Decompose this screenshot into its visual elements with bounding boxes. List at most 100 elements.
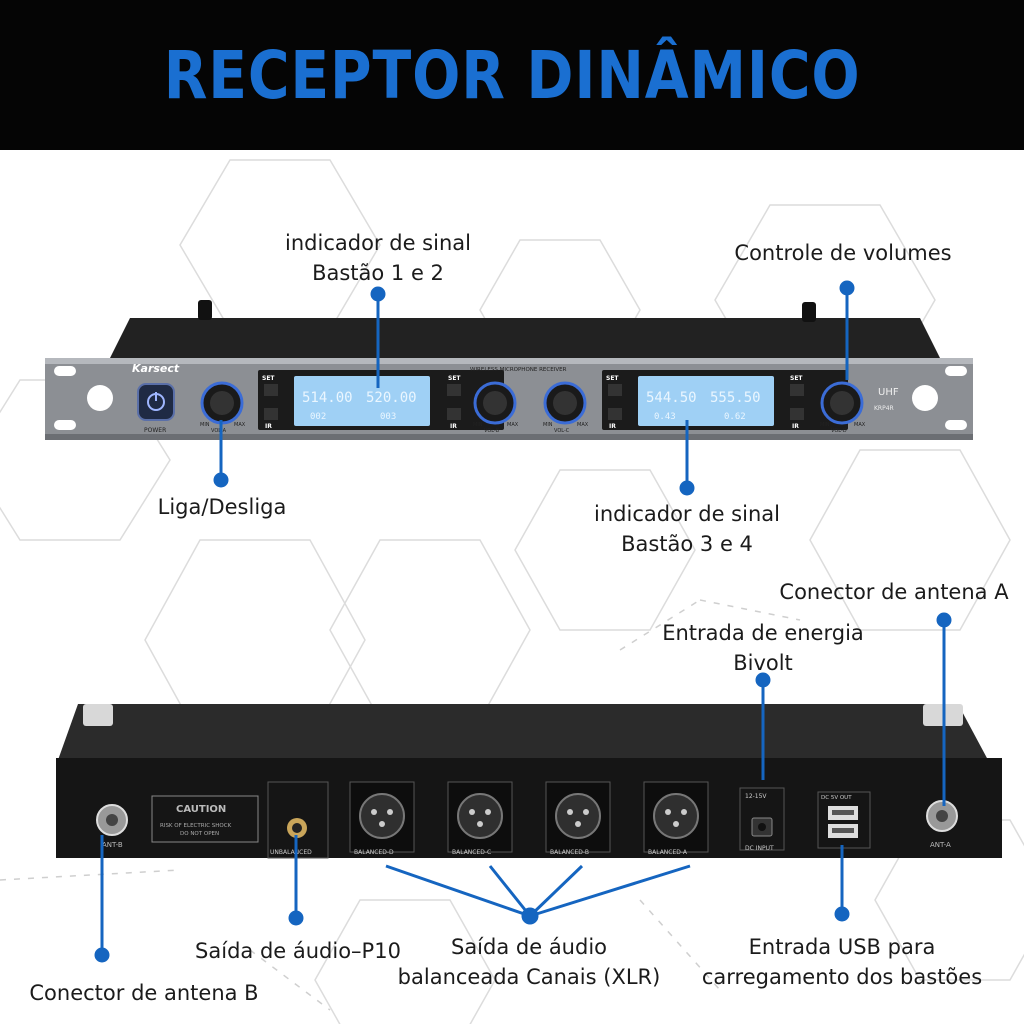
ir-text-3: IR [609, 423, 616, 430]
label-power-text: Liga/Desliga [157, 495, 287, 519]
knob-c-max: MAX [577, 422, 589, 428]
antenna-a-connector[interactable] [926, 800, 958, 832]
model-header-text: WIRELESS MICROPHONE RECEIVER [470, 367, 567, 373]
lcd-ch-4: 0.62 [724, 412, 746, 422]
label-antenna-b-text: Conector de antena B [29, 981, 259, 1005]
model-text: KRP4R [874, 405, 894, 412]
set-text-1: SET [262, 375, 275, 382]
knob-b-label: VOL-B [484, 428, 500, 434]
knob-c-label: VOL-C [554, 428, 570, 434]
band-text: UHF [878, 387, 899, 398]
lcd-ch-3: 0.43 [654, 412, 676, 422]
volume-knob-c[interactable] [543, 381, 587, 425]
label-antenna-b: Conector de antena B [24, 978, 264, 1008]
antenna-b-connector[interactable] [96, 804, 128, 836]
xlr-output-b[interactable] [545, 781, 611, 853]
xlr-output-c[interactable] [447, 781, 513, 853]
caution-title: CAUTION [176, 804, 226, 815]
label-power: Liga/Desliga [140, 492, 304, 522]
ir-button-left[interactable] [264, 408, 278, 420]
usb-port-2[interactable] [828, 824, 858, 838]
ant-a-text: ANT-A [930, 841, 951, 849]
title-banner: RECEPTOR DINÂMICO [0, 0, 1024, 150]
knob-c-min: MIN [543, 422, 553, 428]
label-usb-input: Entrada USB para carregamento dos bastõe… [696, 932, 988, 992]
unbalanced-text: UNBALANCED [270, 849, 312, 856]
usb-port-1[interactable] [828, 806, 858, 820]
label-signal-1-2-line2: Bastão 1 e 2 [312, 261, 444, 285]
knob-d-max: MAX [854, 422, 866, 428]
label-signal-1-2: indicador de sinal Bastão 1 e 2 [270, 228, 486, 288]
label-usb-line1: Entrada USB para [748, 935, 936, 959]
lcd-freq-4: 555.50 [710, 390, 761, 406]
label-power-input: Entrada de energia Bivolt [652, 618, 874, 678]
knob-d-label: VOL-D [831, 428, 847, 434]
label-power-input-line1: Entrada de energia [662, 621, 864, 645]
label-volume-control: Controle de volumes [718, 238, 968, 268]
label-antenna-a-text: Conector de antena A [779, 580, 1009, 604]
usb-label-text: DC 5V OUT [821, 795, 852, 801]
ir-button-left-2[interactable] [447, 408, 461, 420]
label-signal-1-2-line1: indicador de sinal [285, 231, 471, 255]
page-title: RECEPTOR DINÂMICO [163, 36, 861, 114]
label-xlr-line1: Saída de áudio [450, 935, 608, 959]
knob-b-max: MAX [507, 422, 519, 428]
dc-input-text: DC INPUT [745, 845, 774, 852]
lcd-ch-2: 003 [380, 412, 396, 422]
ir-button-right[interactable] [608, 408, 622, 420]
power-button[interactable] [137, 383, 175, 421]
label-usb-line2: carregamento dos bastões [701, 965, 983, 989]
knob-d-min: MIN [820, 422, 830, 428]
label-signal-3-4-line2: Bastão 3 e 4 [621, 532, 753, 556]
set-text-2: SET [448, 375, 461, 382]
knob-b-min: MIN [473, 422, 483, 428]
volume-knob-b[interactable] [473, 381, 517, 425]
receiver-rear-panel: ANT-B CAUTION RISK OF ELECTRIC SHOCK DO … [56, 704, 1002, 859]
set-button-left-2[interactable] [447, 384, 461, 396]
set-text-4: SET [790, 375, 803, 382]
xlr-a-text: BALANCED-A [648, 849, 688, 856]
volume-knob-d[interactable] [820, 381, 864, 425]
label-xlr-line2: balanceada Canais (XLR) [397, 965, 661, 989]
knob-a-max: MAX [234, 422, 246, 428]
label-p10-output: Saída de áudio–P10 [186, 936, 410, 966]
xlr-output-a[interactable] [643, 781, 709, 853]
set-button-right[interactable] [608, 384, 622, 396]
lcd-display-1-2 [294, 376, 430, 426]
dc-rating-text: 12-15V [745, 793, 767, 800]
label-signal-3-4: indicador de sinal Bastão 3 e 4 [578, 499, 796, 559]
set-button-left[interactable] [264, 384, 278, 396]
label-volume-text: Controle de volumes [734, 241, 952, 265]
lcd-ch-1: 002 [310, 412, 326, 422]
lcd-display-3-4 [638, 376, 774, 426]
xlr-b-text: BALANCED-B [550, 849, 589, 856]
ir-text-1: IR [265, 423, 272, 430]
label-antenna-a: Conector de antena A [772, 577, 1016, 607]
xlr-output-d[interactable] [349, 781, 415, 853]
label-signal-3-4-line1: indicador de sinal [594, 502, 780, 526]
dc-power-input[interactable] [751, 817, 773, 837]
set-button-right-2[interactable] [790, 384, 804, 396]
knob-a-min: MIN [200, 422, 210, 428]
set-text-3: SET [606, 375, 619, 382]
p10-output-jack[interactable] [287, 818, 307, 838]
ant-b-text: ANT-B [102, 841, 123, 849]
receiver-front-panel: Karsect POWER WIRELESS MICROPHONE RECEIV… [45, 300, 973, 440]
caution-text-2: DO NOT OPEN [180, 831, 219, 837]
knob-a-label: VOL-A [211, 428, 227, 434]
xlr-d-text: BALANCED-D [354, 849, 394, 856]
ir-button-right-2[interactable] [790, 408, 804, 420]
lcd-freq-3: 544.50 [646, 390, 697, 406]
ir-text-4: IR [792, 423, 799, 430]
volume-knob-a[interactable] [200, 381, 244, 425]
label-power-input-line2: Bivolt [733, 651, 793, 675]
brand-logo: Karsect [132, 362, 180, 375]
lcd-freq-2: 520.00 [366, 390, 417, 406]
power-text: POWER [144, 427, 166, 434]
label-xlr-output: Saída de áudio balanceada Canais (XLR) [394, 932, 664, 992]
ir-text-2: IR [450, 423, 457, 430]
caution-text-1: RISK OF ELECTRIC SHOCK [160, 823, 232, 829]
label-p10-text: Saída de áudio–P10 [195, 939, 401, 963]
xlr-c-text: BALANCED-C [452, 849, 491, 856]
lcd-freq-1: 514.00 [302, 390, 353, 406]
